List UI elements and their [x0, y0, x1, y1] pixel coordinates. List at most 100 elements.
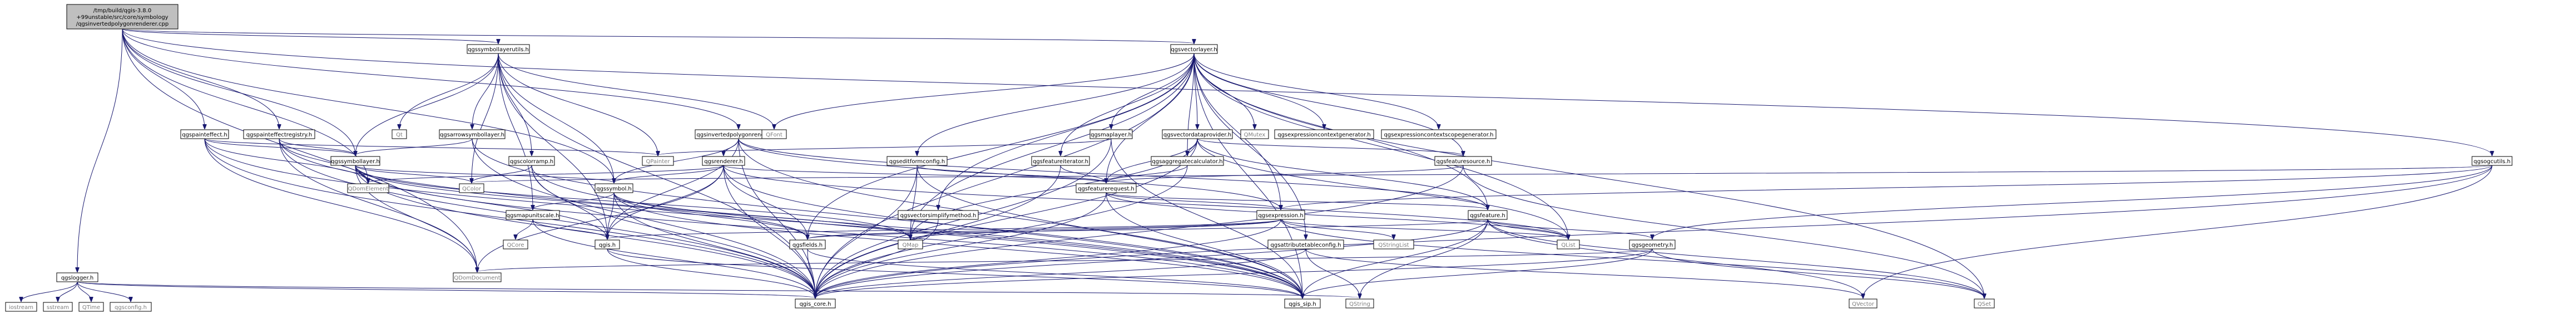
node-qgsmaplayer[interactable]: qgsmaplayer.h	[1089, 129, 1133, 139]
node-box	[1849, 298, 1877, 309]
edge-qgsmaplayer-to-QPainter	[658, 138, 1112, 155]
node-label: qgsfeatureiterator.h	[1033, 159, 1088, 165]
node-root[interactable]: /tmp/build/qgis-3.8.0+99unstable/src/cor…	[66, 4, 179, 30]
edge-qgsfields-to-qgis_core	[807, 248, 815, 298]
node-label: QString	[1349, 301, 1370, 307]
node-qgsexpression[interactable]: qgsexpression.h	[1256, 210, 1305, 220]
node-qgssymbol[interactable]: qgssymbol.h	[595, 183, 633, 193]
node-box	[1267, 239, 1344, 249]
edge-qgsinvertedpolygonrenderer-to-qgsrenderer	[724, 138, 739, 155]
node-label: qgis_core.h	[800, 301, 831, 307]
edge-qgscolorramp-to-qgis_sip	[531, 165, 1302, 298]
edge-qgsarrowsymbollayer-to-qgis_core	[472, 138, 815, 298]
edge-qgslogger-to-qgsconfig	[77, 281, 131, 301]
edge-qgsogcutils-to-QVector	[1863, 165, 2493, 298]
node-qgsfeatureiterator[interactable]: qgsfeatureiterator.h	[1031, 156, 1090, 166]
edge-qgsvectorlayer-to-qgsaggregatecalculator	[1187, 53, 1195, 155]
node-box	[789, 239, 826, 249]
node-qgsattributetableconfig[interactable]: qgsattributetableconfig.h	[1267, 239, 1344, 249]
node-qgsfeaturerequest[interactable]: qgsfeaturerequest.h	[1076, 183, 1137, 193]
edge-qgsvectorlayer-to-qgis_core	[815, 53, 1195, 298]
edge-qgssymbollayerutils-to-qgs	[498, 53, 607, 239]
edge-qgsexpression-to-QStringList	[1280, 219, 1394, 239]
node-qgsarrowsymbollayer[interactable]: qgsarrowsymbollayer.h	[439, 129, 506, 139]
node-QList: QList	[1557, 239, 1580, 249]
node-qgslogger[interactable]: qgslogger.h	[56, 272, 98, 282]
node-box	[761, 129, 787, 139]
node-qgseditformconfig[interactable]: qgseditformconfig.h	[886, 156, 948, 166]
node-qgsvectordataprovider[interactable]: qgsvectordataprovider.h	[1162, 129, 1233, 139]
node-box	[595, 183, 633, 193]
node-qgspainteffectregistry[interactable]: qgspainteffectregistry.h	[243, 129, 315, 139]
node-qgs[interactable]: qgis.h	[595, 239, 620, 249]
node-qgsfeature[interactable]: qgsfeature.h	[1468, 210, 1508, 220]
node-label: qgspainteffectregistry.h	[246, 132, 312, 138]
node-QVector: QVector	[1849, 298, 1877, 309]
node-box	[330, 156, 380, 166]
node-qgspainteffect[interactable]: qgspainteffect.h	[180, 129, 229, 139]
edge-root-to-qgspainteffect	[122, 28, 205, 129]
edge-qgsgeometry-to-qgis_sip	[1302, 248, 1653, 298]
edge-qgsvectordataprovider-to-qgis_core	[815, 138, 1198, 298]
node-qgsvectorlayer[interactable]: qgsvectorlayer.h	[1170, 44, 1218, 54]
node-qgsexpressioncontextscopegenerator[interactable]: qgsexpressioncontextscopegenerator.h	[1381, 129, 1497, 139]
edge-qgsvectorlayer-to-qgsexpressioncontextgenerator	[1193, 53, 1324, 129]
node-box	[1031, 156, 1090, 166]
node-qgis_core[interactable]: qgis_core.h	[795, 298, 836, 309]
node-box	[1557, 239, 1580, 249]
edge-qgsvectorlayer-to-qgsfields	[808, 53, 1195, 239]
node-box	[1373, 239, 1414, 249]
node-label: QVector	[1852, 301, 1875, 307]
node-box	[886, 156, 948, 166]
node-qgsfields[interactable]: qgsfields.h	[789, 239, 826, 249]
node-qgsmapunitscale[interactable]: qgsmapunitscale.h	[506, 210, 560, 220]
node-qgssymbollayer[interactable]: qgssymbollayer.h	[330, 156, 380, 166]
edge-root-to-qgsogcutils	[122, 28, 2492, 155]
node-box	[642, 156, 674, 166]
edge-qgsvectorlayer-to-qgis_sip	[1193, 53, 1302, 298]
edge-root-to-qgsinvertedpolygonrenderer	[122, 28, 739, 129]
node-qgsogcutils[interactable]: qgsogcutils.h	[2471, 156, 2513, 166]
node-box	[506, 210, 560, 220]
node-label: qgseditformconfig.h	[889, 159, 945, 165]
edge-qgsvectorlayer-to-qgsfeaturerequest	[1106, 53, 1195, 183]
node-box	[43, 302, 73, 312]
node-label: qgsrenderer.h	[704, 159, 743, 165]
edge-qgspainteffect-to-qgssymbollayer	[204, 138, 355, 155]
node-qgsfeaturesource[interactable]: qgsfeaturesource.h	[1434, 156, 1492, 166]
edge-qgsgeometry-to-qgis_core	[815, 248, 1653, 298]
node-QMap: QMap	[898, 239, 923, 249]
edge-root-to-QDomDocument	[122, 28, 477, 272]
edge-qgsfeature-to-QSet	[1487, 219, 1984, 298]
node-qgsaggregatecalculator[interactable]: qgsaggregatecalculator.h	[1151, 156, 1224, 166]
edge-qgsvectorlayer-to-qgsexpressioncontextscopegenerator	[1193, 53, 1439, 129]
node-box	[898, 239, 923, 249]
edge-qgssymbollayer-to-QColor	[355, 165, 472, 183]
edge-qgsvectorsimplifymethod-to-qgis_core	[815, 219, 939, 298]
node-label: QList	[1561, 242, 1575, 248]
edge-qgsattributetableconfig-to-QString	[1305, 248, 1360, 298]
node-qgscolorramp[interactable]: qgscolorramp.h	[508, 156, 555, 166]
node-qgsconfig: qgsconfig.h	[110, 302, 152, 312]
node-qgsvectorsimplifymethod[interactable]: qgsvectorsimplifymethod.h	[898, 210, 979, 220]
edge-qgsmaplayer-to-qgis_sip	[1111, 138, 1302, 298]
edge-qgsvectordataprovider-to-qgsfeaturesource	[1197, 138, 1463, 155]
edge-qgspainteffect-to-QDomDocument	[204, 138, 477, 272]
node-box	[392, 129, 407, 139]
node-qgis_sip[interactable]: qgis_sip.h	[1284, 298, 1321, 309]
edge-qgsrenderer-to-QList	[723, 165, 1568, 239]
edge-qgssymbol-to-qgsfields	[613, 192, 808, 239]
edge-qgsarrowsymbollayer-to-qgis_sip	[472, 138, 1302, 298]
edge-qgscolorramp-to-QColor	[472, 165, 532, 183]
edge-qgsinvertedpolygonrenderer-to-qgis_core	[738, 138, 815, 298]
node-sstream: sstream	[43, 302, 73, 312]
node-qgssymbollayerutils[interactable]: qgssymbollayerutils.h	[467, 44, 530, 54]
node-label: qgis_sip.h	[1289, 301, 1316, 307]
edge-qgsexpression-to-qgsfields	[808, 219, 1281, 239]
node-label: qgsfeature.h	[1470, 213, 1505, 219]
node-qgsrenderer[interactable]: qgsrenderer.h	[702, 156, 745, 166]
edge-qgsrenderer-to-qgsfields	[723, 165, 808, 239]
node-qgsexpressioncontextgenerator[interactable]: qgsexpressioncontextgenerator.h	[1274, 129, 1374, 139]
node-label: +99unstable/src/core/symbology	[76, 14, 168, 21]
node-qgsgeometry[interactable]: qgsgeometry.h	[1629, 239, 1676, 249]
